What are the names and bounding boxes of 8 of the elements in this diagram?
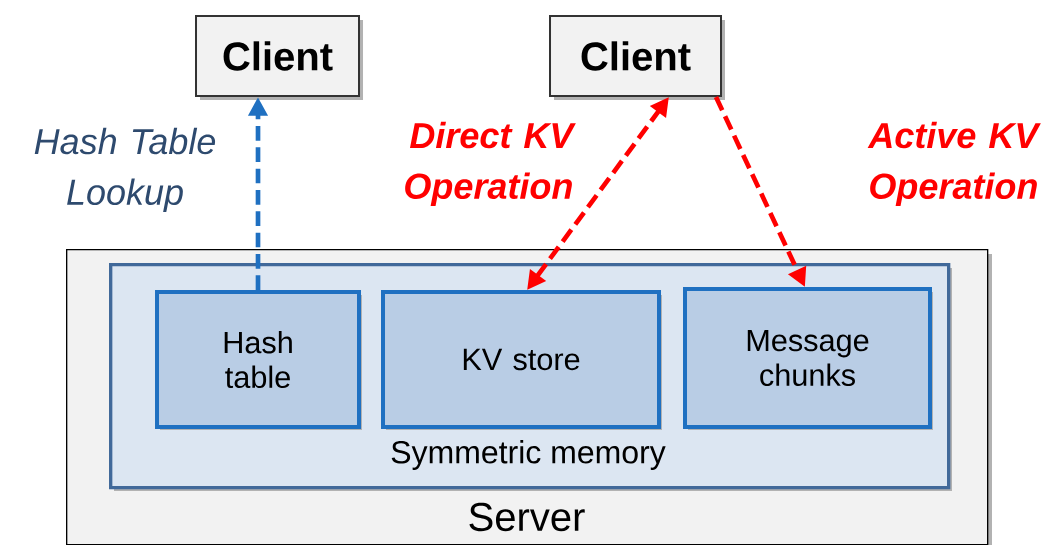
client-box: Client	[549, 15, 725, 100]
memory-block: Message chunks	[683, 287, 933, 430]
edge-label: Hash Table Lookup	[34, 127, 216, 213]
edge-label: Active KV Operation	[867, 121, 1041, 207]
edge-label: Direct KV Operation	[405, 121, 576, 207]
client-box: Client	[195, 15, 363, 100]
memory-block: Hash table	[155, 290, 362, 430]
memory-block: KV store	[381, 290, 662, 430]
